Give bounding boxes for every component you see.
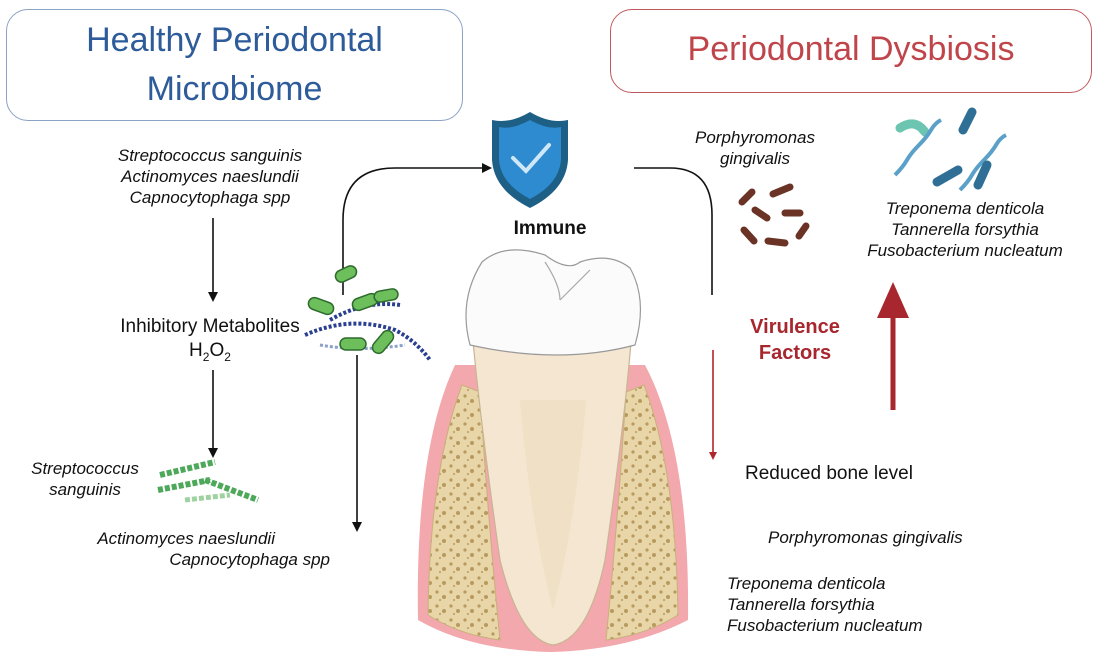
virulence-line: Factors [758, 342, 832, 364]
healthy-bacteria-cluster-icon [304, 265, 432, 362]
species-item: Treponema denticola [727, 574, 886, 593]
bottom-porphyromonas-label: Porphyromonas gingivalis [768, 528, 963, 547]
species-item: Actinomyces naeslundii [97, 529, 275, 548]
metabolites-text: Inhibitory Metabolites [120, 316, 300, 337]
species-item: Tannerella forsythia [891, 220, 1039, 239]
virulence-line: Virulence [750, 316, 840, 338]
healthy-title-box [6, 9, 463, 121]
species-item: Treponema denticola [885, 199, 1045, 218]
species-item: Capnocytophaga spp [129, 188, 291, 207]
formula-h: H [189, 340, 203, 361]
dysbiosis-bacteria-icon [893, 107, 1007, 192]
formula-o: O [209, 340, 225, 361]
arrow-from-immune [634, 167, 713, 295]
formula-sub2: 2 [224, 349, 231, 364]
dysbiosis-title-box [610, 9, 1092, 93]
streptococcus-chain-icon [157, 459, 260, 503]
streptococcus-line: Streptococcus [31, 459, 139, 478]
tooth-illustration [417, 249, 689, 652]
healthy-species-list: Streptococcus sanguinis Actinomyces naes… [60, 145, 360, 208]
porphyromonas-line: gingivalis [720, 149, 790, 168]
species-item: Fusobacterium nucleatum [867, 241, 1063, 260]
species-item: Tannerella forsythia [727, 595, 875, 614]
inhibitory-metabolites-label: Inhibitory Metabolites H2O2 [60, 315, 360, 369]
h2o2-formula: H2O2 [60, 339, 360, 369]
streptococcus-label: Streptococcus sanguinis [15, 458, 155, 500]
species-item: Fusobacterium nucleatum [727, 616, 923, 635]
healthy-bottom-species: Actinomyces naeslundii Capnocytophaga sp… [30, 528, 330, 570]
streptococcus-line: sanguinis [49, 480, 121, 499]
dysbiosis-title: Periodontal Dysbiosis [687, 30, 1015, 68]
healthy-title-line2: Microbiome [146, 70, 323, 108]
porphyromonas-rods-icon [738, 183, 810, 247]
formula-sub1: 2 [202, 349, 210, 364]
dysbiosis-species-list: Treponema denticola Tannerella forsythia… [840, 198, 1090, 261]
species-item: Actinomyces naeslundii [121, 167, 299, 186]
immune-label: Immune [513, 218, 587, 239]
porphyromonas-line: Porphyromonas [694, 128, 815, 147]
dysbiosis-bottom-species: Treponema denticola Tannerella forsythia… [727, 573, 923, 636]
reduced-bone-label: Reduced bone level [745, 463, 913, 484]
virulence-up-arrow [877, 282, 909, 410]
shield-check-icon [492, 112, 568, 208]
healthy-title-line1: Healthy Periodontal [86, 21, 383, 59]
virulence-factors-label: Virulence Factors [730, 314, 860, 366]
species-item: Capnocytophaga spp [169, 550, 330, 569]
arrow-to-immune [342, 163, 492, 295]
species-item: Streptococcus sanguinis [117, 146, 303, 165]
porphyromonas-label: Porphyromonas gingivalis [680, 127, 830, 169]
